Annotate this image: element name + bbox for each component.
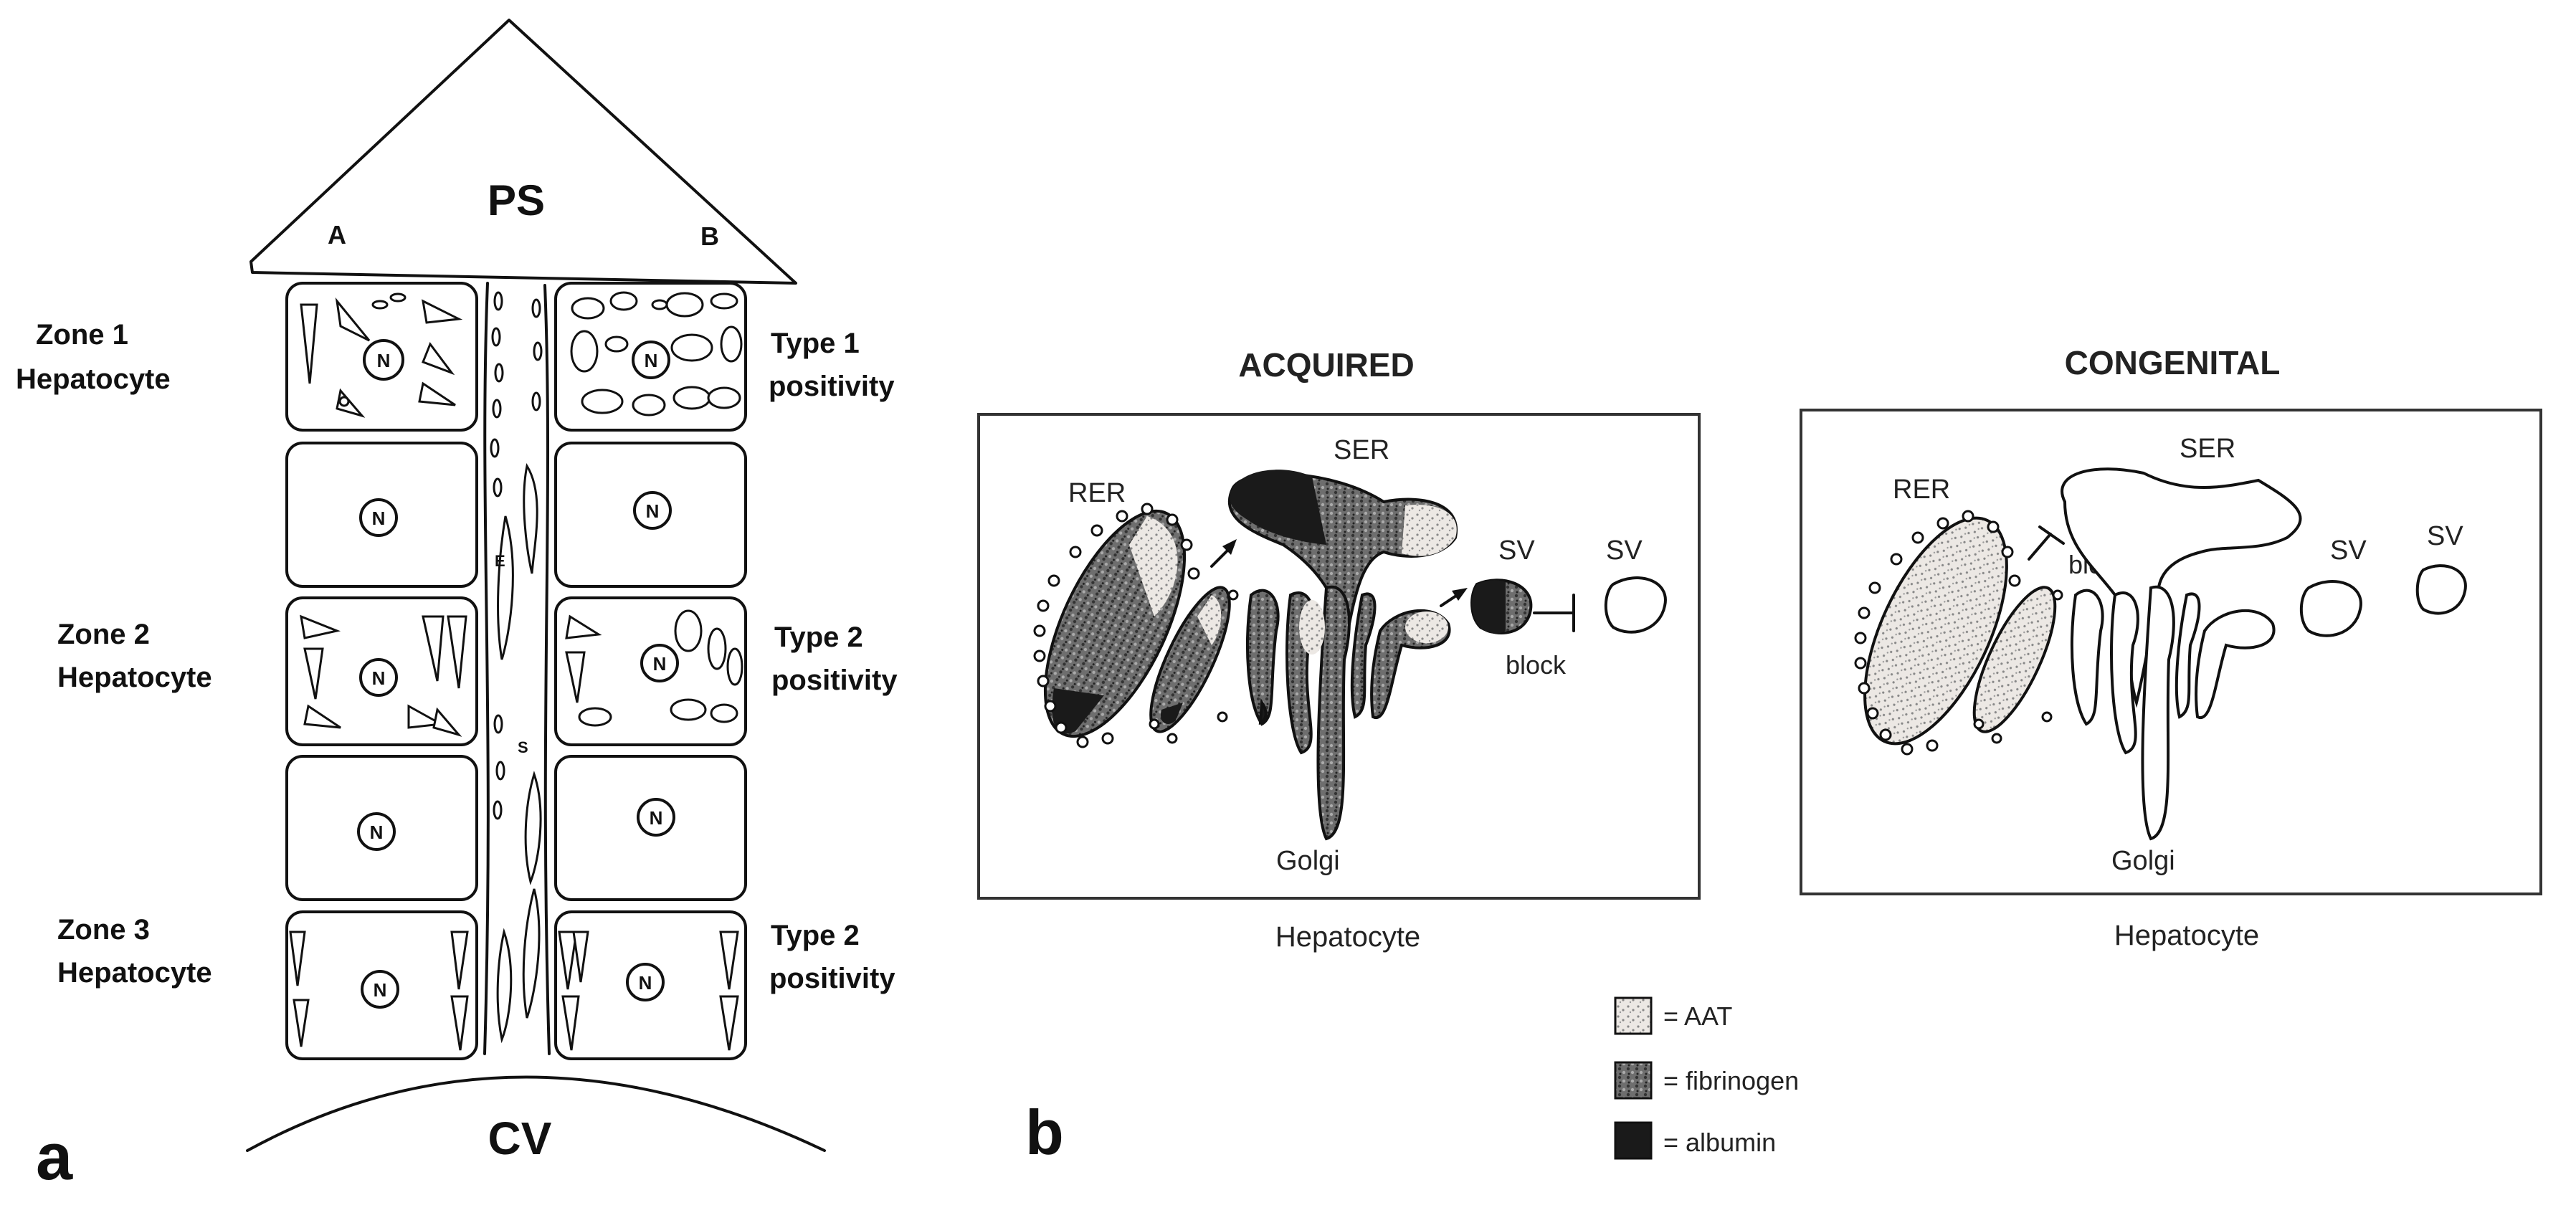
nucleus-5 (359, 658, 398, 697)
congenital-sv2 (2415, 564, 2467, 615)
acquired-rer-label: RER (1068, 478, 1126, 508)
zone3-line1: Zone 3 (57, 914, 150, 946)
svg-text:N: N (370, 822, 384, 843)
acquired-rer-large (1043, 509, 1187, 738)
acquired-sv2-label: SV (1606, 536, 1643, 566)
acquired-title: ACQUIRED (1238, 346, 1414, 384)
acquired-golgi-label: Golgi (1276, 846, 1340, 876)
portal-space-label: PS (488, 176, 545, 224)
congenital-golgi-label: Golgi (2111, 846, 2175, 876)
nucleus-10 (626, 963, 665, 1001)
congenital-rer-label: RER (1893, 475, 1950, 505)
congenital-sv1-label: SV (2330, 536, 2367, 566)
nuclei (357, 339, 679, 1009)
nucleus-6 (640, 644, 679, 682)
legend-label-aat: = AAT (1663, 1001, 1732, 1031)
legend-label-fibrinogen: = fibrinogen (1663, 1066, 1799, 1095)
zone1-line1: Zone 1 (36, 319, 128, 351)
congenital-block-bar (2038, 525, 2065, 545)
nucleus-2 (632, 341, 670, 379)
congenital-ribosomes (1854, 510, 2063, 756)
nucleus-9 (361, 970, 399, 1009)
type1-line1: Type 1 (771, 328, 860, 359)
acquired-diagram: ACQUIRED RER SER SV SV block Golgi Hepat… (977, 346, 1701, 953)
sinusoid-wall-right (543, 284, 551, 1055)
acquired-sv-empty (1604, 576, 1667, 634)
acquired-ser-label: SER (1334, 435, 1389, 465)
congenital-rer-small (1972, 586, 2057, 733)
type2-line2: positivity (771, 665, 898, 696)
zone2-line2: Hepatocyte (57, 662, 212, 693)
svg-text:N: N (372, 667, 386, 689)
type2-line1: Type 2 (774, 622, 863, 653)
panel-a-letter: a (36, 1120, 73, 1194)
sinusoid-s-label: S (518, 738, 528, 756)
panel-b-letter: b (1025, 1097, 1064, 1168)
nucleus-4 (633, 491, 672, 530)
type1-line2: positivity (769, 371, 895, 402)
svg-text:N: N (650, 807, 663, 829)
congenital-ser-label: SER (2180, 434, 2235, 464)
side-a-label: A (328, 220, 346, 249)
nucleus-7 (357, 812, 396, 851)
central-vein-dome (246, 1075, 826, 1152)
inclusion-marks (289, 291, 743, 1051)
legend-swatch-aat (1614, 996, 1653, 1035)
type3-line2: positivity (769, 963, 895, 994)
svg-text:N: N (372, 508, 386, 529)
congenital-diagram: CONGENITAL RER SER SV SV block Golgi Hep… (1800, 344, 2542, 951)
acquired-caption: Hepatocyte (1275, 921, 1420, 953)
zone1-line2: Hepatocyte (16, 363, 171, 395)
svg-text:N: N (645, 350, 658, 371)
congenital-caption: Hepatocyte (2114, 920, 2259, 951)
portal-space-triangle (249, 19, 797, 285)
congenital-rer-large (1863, 516, 2008, 746)
zone2-line1: Zone 2 (57, 619, 150, 650)
acquired-golgi (1246, 585, 1451, 841)
svg-text:N: N (374, 979, 387, 1001)
legend: = AAT = fibrinogen = albumin (1614, 996, 1799, 1160)
zone3-line2: Hepatocyte (57, 957, 212, 989)
panel-a: PS A B CV E S (16, 19, 898, 1194)
svg-text:N: N (377, 350, 391, 371)
nucleus-8 (637, 798, 675, 837)
acquired-ser (1227, 470, 1458, 636)
type3-line1: Type 2 (771, 920, 860, 951)
panel-b: b ACQUIRED RER SER SV SV block Golgi Hep… (977, 344, 2542, 1168)
sinusoid-wall-left (483, 282, 490, 1055)
acquired-rer-small (1149, 586, 1231, 733)
nucleus-labels: N N N N N N N N N N (370, 350, 667, 1001)
svg-text:N: N (646, 500, 660, 522)
congenital-block-line (2028, 533, 2052, 561)
svg-text:N: N (639, 972, 652, 994)
sinusoid-e-label: E (495, 552, 505, 570)
side-b-label: B (700, 222, 719, 251)
nucleus-1 (363, 339, 404, 381)
acquired-block-label: block (1506, 650, 1567, 680)
legend-label-albumin: = albumin (1663, 1128, 1776, 1157)
sinusoid-cells (490, 291, 543, 1044)
legend-swatch-albumin (1614, 1121, 1653, 1160)
congenital-sv2-label: SV (2427, 521, 2463, 551)
central-vein-label: CV (488, 1113, 552, 1164)
acquired-ribosomes (1033, 503, 1239, 748)
nucleus-3 (359, 498, 398, 537)
svg-text:N: N (653, 653, 667, 675)
congenital-sv1 (2299, 580, 2362, 637)
congenital-golgi (2071, 585, 2276, 841)
acquired-sv1-label: SV (1498, 536, 1535, 566)
legend-swatch-fibrinogen (1614, 1061, 1653, 1100)
congenital-title: CONGENITAL (2065, 344, 2281, 381)
